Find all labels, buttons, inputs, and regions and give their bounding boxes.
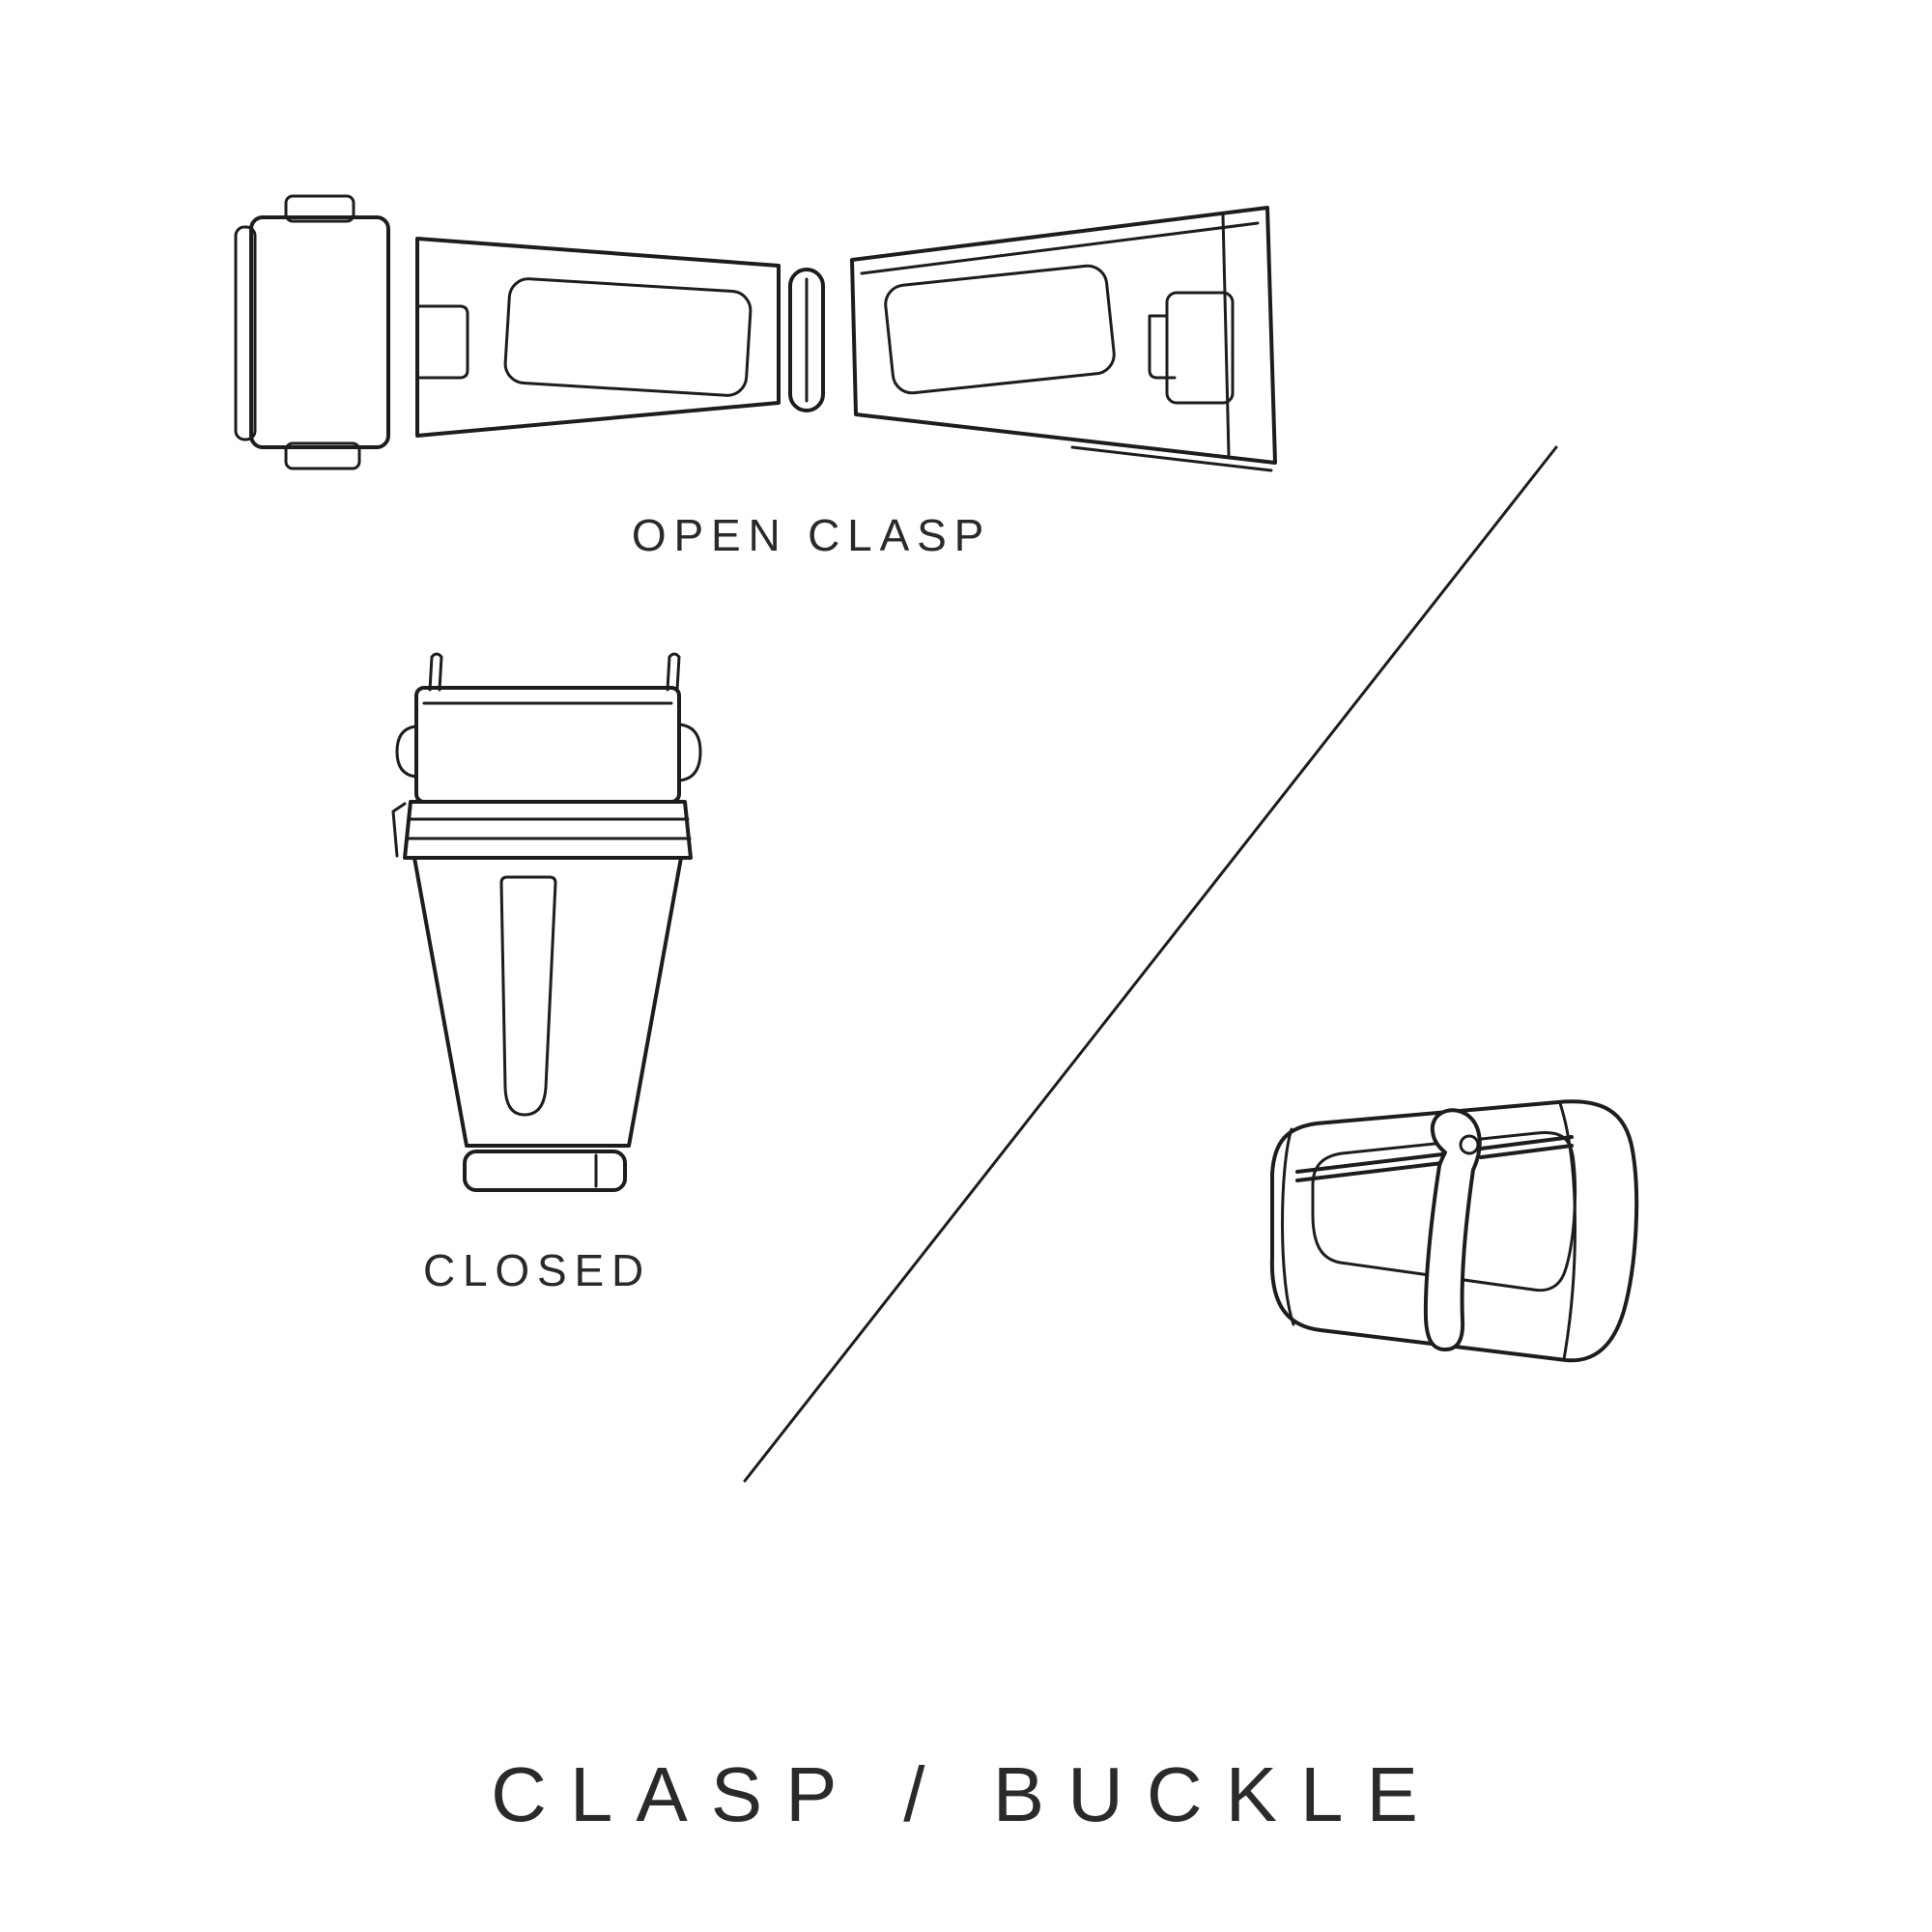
clasp-body (412, 856, 683, 1148)
diagonal-divider-line (743, 445, 1558, 1483)
buckle-spring-bar (1295, 1135, 1574, 1182)
buckle-figure (1232, 1077, 1657, 1435)
open-clasp-label: OPEN CLASP (631, 510, 992, 560)
closed-clasp-label: CLOSED (422, 1245, 652, 1295)
buckle-frame (1269, 1099, 1639, 1363)
clasp-left-arm (415, 237, 781, 438)
page-title: CLASP / BUCKLE (491, 1751, 1441, 1837)
open-clasp-figure (222, 179, 1314, 497)
clasp-hinge (788, 268, 825, 412)
clasp-prongs (428, 652, 681, 692)
closed-clasp-figure (372, 647, 729, 1217)
tang-buckle-illustration (1269, 1099, 1639, 1363)
clasp-left-end-block (234, 194, 390, 470)
buckle-tang (1423, 1108, 1482, 1351)
closed-clasp-illustration (391, 652, 702, 1192)
open-clasp-illustration (234, 194, 1277, 472)
clasp-foot (463, 1150, 627, 1192)
clasp-right-arm (850, 206, 1277, 472)
clasp-fold-band (391, 800, 693, 860)
clasp-cover (395, 686, 702, 804)
